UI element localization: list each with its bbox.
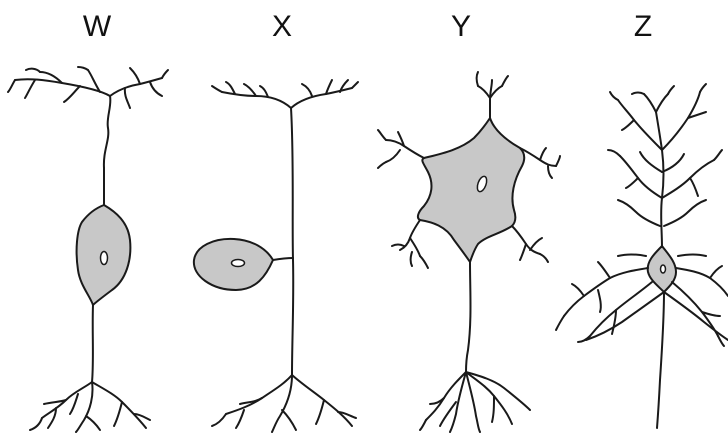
neuron-x-stalk: [272, 257, 294, 261]
neuron-y-nucleus: [476, 175, 488, 193]
neuron-x-dendrites: [211, 79, 359, 109]
neuron-z-nucleus: [659, 264, 667, 274]
neuron-x: [192, 79, 359, 433]
neuron-w-dendrites: [7, 66, 169, 169]
neuron-x-axon-terminals: [211, 374, 357, 433]
neuron-w-axon: [91, 304, 94, 383]
neuron-z-basal-dendrites: [555, 253, 728, 347]
label-z: Z: [633, 10, 653, 43]
label-w: W: [82, 10, 112, 43]
label-y: Y: [450, 10, 472, 43]
neuron-x-axon: [290, 107, 295, 376]
neuron-y: [377, 71, 561, 433]
neuron-z: [555, 83, 728, 429]
neuron-z-axon: [656, 291, 665, 429]
label-x: X: [271, 10, 293, 43]
neuron-w-axon-terminals: [29, 381, 151, 433]
neuron-y-axon: [465, 261, 472, 373]
neuron-x-nucleus: [230, 258, 246, 268]
neuron-y-axon-terminals: [419, 371, 531, 433]
neuron-w: [7, 66, 169, 433]
neuron-y-cell-body: [416, 117, 526, 263]
neuron-y-dendrites: [377, 71, 561, 269]
neuron-z-apical-dendrite: [607, 83, 723, 249]
neuron-w-nucleus: [99, 250, 109, 266]
